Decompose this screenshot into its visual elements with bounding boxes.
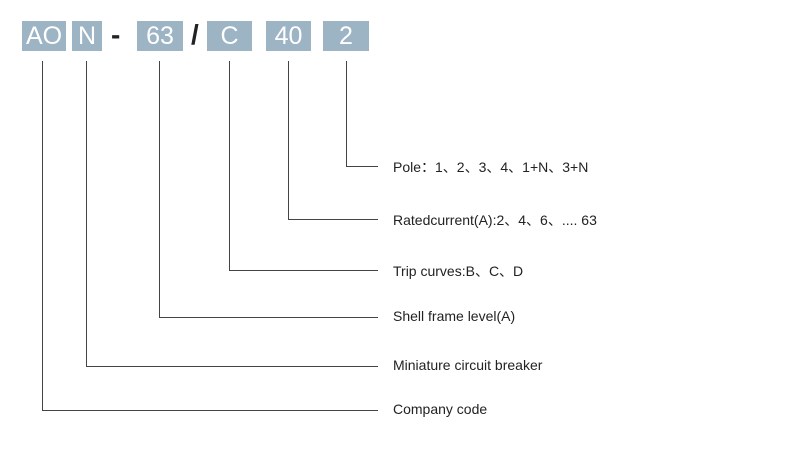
label-shell-frame-level: Shell frame level(A) xyxy=(393,308,516,324)
code-box-company: AO xyxy=(22,21,66,51)
slash-separator: / xyxy=(191,19,199,50)
connector-product-type xyxy=(86,61,378,367)
code-box-frame-level: 63 xyxy=(137,21,183,51)
connector-trip-curve xyxy=(229,61,378,271)
label-trip-curves: Trip curves:B、C、D xyxy=(393,263,524,279)
connector-frame-level xyxy=(159,61,378,318)
label-company-code: Company code xyxy=(393,401,488,417)
connector-company xyxy=(42,61,378,411)
label-miniature-circuit-breaker: Miniature circuit breaker xyxy=(393,357,543,373)
code-box-trip-curve: C xyxy=(207,21,252,51)
code-box-pole: 2 xyxy=(323,21,369,51)
connector-pole xyxy=(346,61,378,167)
label-pole: Pole：1、2、3、4、1+N、3+N xyxy=(393,159,589,175)
connector-rated-current xyxy=(288,61,378,220)
code-box-rated-current: 40 xyxy=(266,21,311,51)
code-box-product-type: N xyxy=(72,21,102,51)
dash-separator: - xyxy=(111,19,121,50)
label-rated-current: Ratedcurrent(A):2、4、6、.... 63 xyxy=(393,212,597,228)
